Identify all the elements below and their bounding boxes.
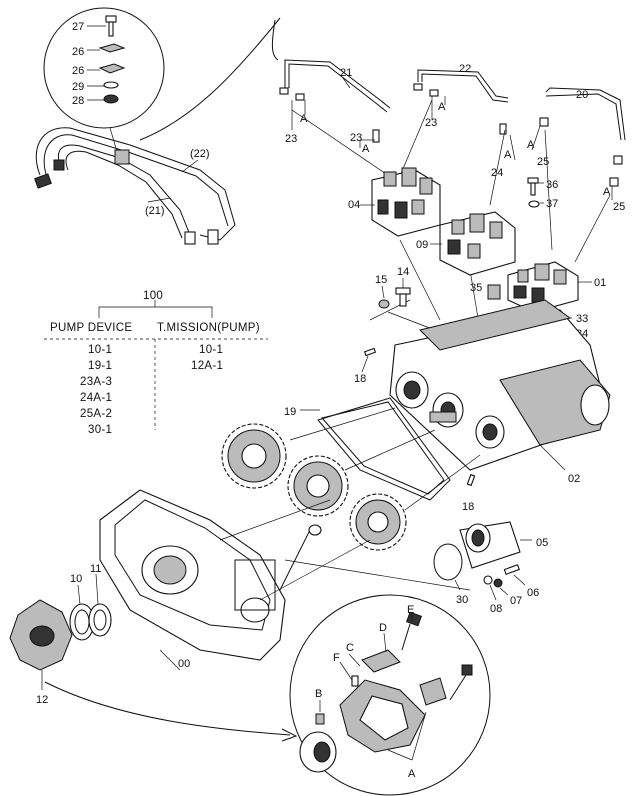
callout-B: B	[315, 688, 322, 700]
callout-25a: 25	[537, 156, 549, 168]
callout-24: 24	[491, 167, 503, 179]
callout-18a: 18	[354, 373, 366, 385]
callout-30: 30	[456, 594, 468, 606]
callout-21: 21	[340, 67, 352, 79]
callout-10: 10	[70, 573, 82, 585]
callout-05: 05	[536, 537, 548, 549]
callout-33: 33	[576, 313, 588, 325]
table-col2-header: T.MISSION(PUMP)	[157, 322, 260, 334]
callout-22-harness: (22)	[190, 148, 210, 160]
gear-housing-00: 00	[99, 489, 371, 671]
valve-block-01: 01	[507, 261, 606, 313]
callout-18b: 18	[462, 501, 474, 513]
table-ref-number: 100	[143, 290, 163, 302]
table-col1-row4: 24A-1	[80, 392, 112, 404]
coupling-detail-leader	[44, 681, 291, 736]
callout-21-harness: (21)	[145, 205, 165, 217]
table-col1-row6: 30-1	[88, 424, 112, 436]
pipes-group: 21 22 20 23 A 23 A 23 A A A 24 2	[279, 59, 626, 213]
application-table: 100 PUMP DEVICE T.MISSION(PUMP) 10-1 19-…	[44, 290, 268, 436]
callout-19: 19	[284, 406, 296, 418]
callout-28: 28	[72, 95, 84, 107]
callout-E: E	[407, 604, 414, 616]
pump-body-02: 02	[389, 299, 611, 485]
callout-12: 12	[36, 694, 48, 706]
callout-22: 22	[459, 63, 471, 75]
callout-23a: 23	[285, 133, 297, 145]
gears	[221, 407, 481, 551]
callout-00: 00	[178, 658, 190, 670]
callout-37: 37	[546, 198, 558, 210]
callout-A4: A	[504, 149, 512, 161]
callout-09: 09	[416, 239, 428, 251]
callout-C: C	[346, 642, 354, 654]
callout-A5: A	[527, 139, 535, 151]
callout-15: 15	[375, 274, 387, 286]
table-col1-row5: 25A-2	[80, 408, 112, 420]
callout-14: 14	[397, 266, 409, 278]
table-col2-row2: 12A-1	[191, 360, 223, 372]
callout-35: 35	[470, 282, 482, 294]
table-col2-row1: 10-1	[199, 344, 223, 356]
callout-29: 29	[72, 81, 84, 93]
callout-26a: 26	[72, 46, 84, 58]
fastener-detail-circle: 27 26 26 29 28	[43, 7, 165, 156]
callout-F: F	[333, 652, 340, 664]
callout-27: 27	[72, 21, 84, 33]
coupling-detail-circle: B C D E F A	[289, 594, 491, 796]
callout-20: 20	[576, 89, 588, 101]
valve-block-09: 09	[416, 211, 516, 276]
callout-01: 01	[594, 277, 606, 289]
table-col1-header: PUMP DEVICE	[50, 322, 132, 334]
seal-and-pins: 19 18 18	[284, 347, 476, 513]
callout-25b: 25	[613, 201, 625, 213]
callout-02: 02	[568, 473, 580, 485]
cover-05-assembly: 05 30 08 07 06	[284, 521, 548, 615]
wire-harness: (22) (21)	[34, 127, 236, 245]
detail-leader-curve	[139, 17, 281, 141]
callout-A2: A	[438, 101, 446, 113]
callout-A-detail: A	[408, 768, 416, 780]
callout-A6: A	[603, 186, 611, 198]
table-col1-row2: 19-1	[88, 360, 112, 372]
callout-A1: A	[300, 113, 308, 125]
table-col1-row1: 10-1	[88, 344, 112, 356]
callout-04: 04	[348, 199, 360, 211]
callout-06: 06	[527, 587, 539, 599]
table-col1-row3: 23A-3	[80, 376, 112, 388]
callout-23b: 23	[425, 117, 437, 129]
rings-and-coupling: 10 11 12	[9, 563, 112, 706]
callout-36: 36	[546, 179, 558, 191]
callout-D: D	[379, 622, 387, 634]
callout-26b: 26	[72, 65, 84, 77]
callout-08: 08	[490, 603, 502, 615]
callout-23c: 23	[350, 132, 362, 144]
callout-11: 11	[90, 563, 101, 575]
callout-07: 07	[510, 595, 522, 607]
valve-block-04: 04	[348, 167, 441, 237]
callout-A3: A	[362, 143, 370, 155]
